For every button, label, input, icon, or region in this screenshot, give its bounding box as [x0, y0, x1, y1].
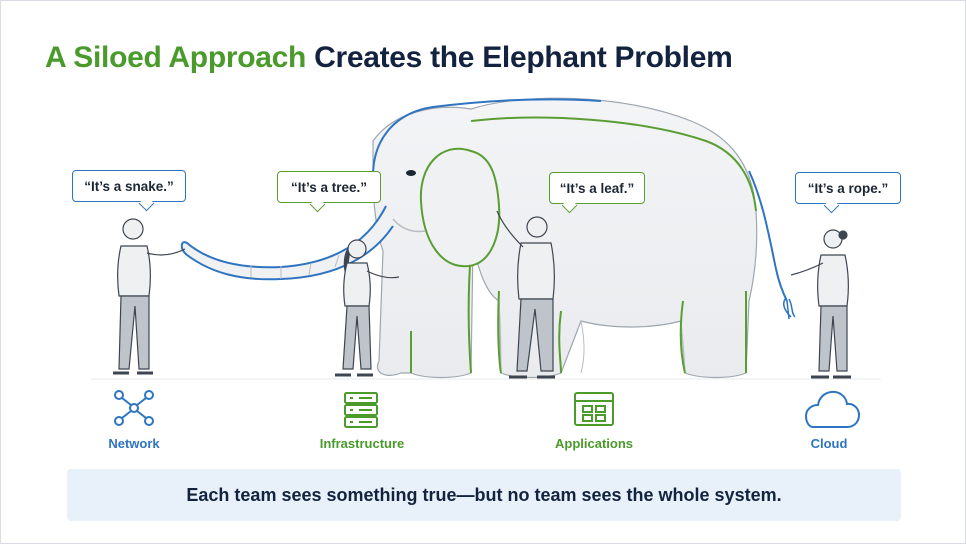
footer-callout: Each team sees something true—but no tea… [67, 469, 901, 521]
elephant-tail [748, 170, 788, 302]
cloud-icon [804, 390, 861, 428]
elephant-head-outline [372, 98, 602, 177]
title-rest: Creates the Elephant Problem [306, 41, 733, 74]
elephant-green-outline [470, 116, 757, 212]
trunk-wrinkles [250, 254, 340, 279]
slide-title: A Siloed Approach Creates the Elephant P… [45, 41, 733, 75]
server-rack-icon [344, 392, 378, 428]
person-network [113, 218, 186, 375]
network-icon [114, 390, 154, 426]
leg-line [580, 320, 585, 374]
elephant-trunk [180, 205, 394, 281]
title-accent: A Siloed Approach [45, 41, 307, 74]
elephant-tusk [392, 218, 426, 233]
elephant [180, 97, 796, 379]
app-window-icon [574, 392, 614, 426]
elephant-eye [406, 170, 416, 176]
team-label-infrastructure: Infrastructure [319, 436, 405, 451]
person-applications [496, 210, 555, 379]
team-label-network: Network [108, 436, 160, 451]
bubble-leaf: “It’s a leaf.” [549, 172, 645, 204]
team-label-cloud: Cloud [810, 436, 848, 451]
person-cloud [790, 229, 851, 379]
footer-text: Each team sees something true—but no tea… [186, 484, 782, 505]
bubble-rope: “It’s a rope.” [795, 172, 901, 204]
tail-tuft [782, 298, 796, 320]
bubble-tree: “It’s a tree.” [277, 171, 381, 203]
elephant-green-legs [410, 250, 747, 374]
bubble-snake: “It’s a snake.” [72, 170, 186, 202]
elephant-ear [419, 148, 501, 268]
team-label-applications: Applications [554, 436, 634, 451]
person-infrastructure [335, 239, 400, 377]
